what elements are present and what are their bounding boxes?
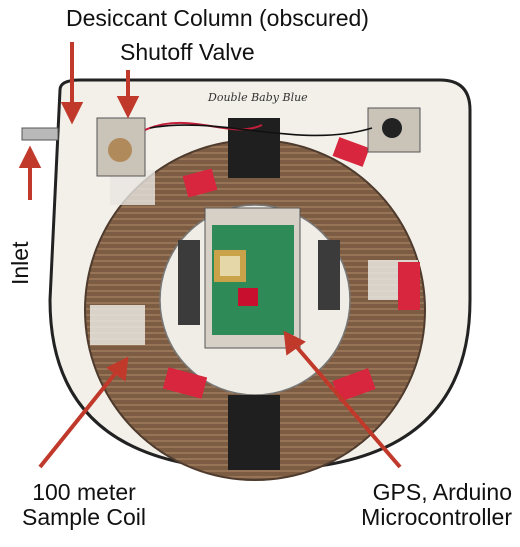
battery-right <box>318 240 340 310</box>
battery-left <box>178 240 200 325</box>
red-tape-marker <box>332 368 376 402</box>
label-gps-line1: GPS, Arduino <box>372 479 512 505</box>
red-tape-marker <box>398 262 420 310</box>
label-gps-line2: Microcontroller <box>361 504 512 531</box>
label-inlet: Inlet <box>7 241 33 285</box>
tape-wrap <box>90 305 145 345</box>
label-shutoff-valve: Shutoff Valve <box>120 39 255 65</box>
valve-knob <box>108 138 132 162</box>
case-handwriting: Double Baby Blue <box>207 91 308 104</box>
label-desiccant-column: Desiccant Column (obscured) <box>66 5 369 31</box>
gps-antenna <box>220 256 240 276</box>
red-tape-marker <box>182 168 218 198</box>
wire <box>149 124 373 137</box>
label-gps-arduino: GPS, Arduino Microcontroller <box>361 479 512 531</box>
red-tape-marker <box>332 137 370 167</box>
label-coil-line1: 100 meter <box>32 479 136 505</box>
outlet-knob <box>382 118 402 138</box>
black-strap-bottom <box>228 395 280 470</box>
label-coil-line2: Sample Coil <box>22 504 146 531</box>
red-breakout <box>238 288 258 306</box>
annotation-arrows <box>18 42 402 469</box>
red-tape-marker <box>162 367 208 399</box>
label-sample-coil: 100 meter Sample Coil <box>22 479 146 531</box>
inlet-fitting <box>21 127 59 141</box>
